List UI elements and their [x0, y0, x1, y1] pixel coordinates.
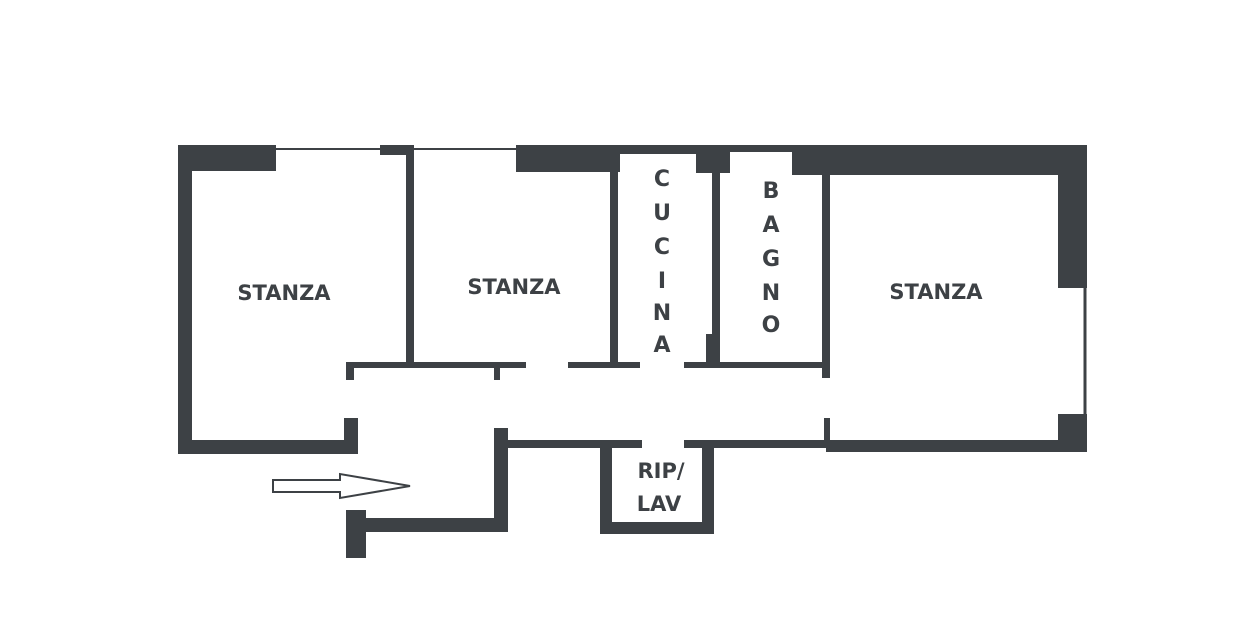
wall-hall-right — [494, 428, 508, 532]
wall-top-middle — [516, 145, 620, 172]
wall-partition-bath-right — [822, 170, 830, 378]
rip-label-line1: RIP/ — [637, 459, 684, 483]
wall-corridor-top-left — [346, 362, 354, 380]
bagno-letter: N — [762, 281, 780, 306]
wall-right-upper — [1058, 145, 1087, 288]
wall-partition-kitchen-block — [706, 334, 720, 368]
cucina-letter: U — [653, 201, 671, 226]
wall-rip-right — [702, 440, 714, 534]
wall-partition-kitchen-right — [712, 170, 720, 368]
wall-entry-jamb-top — [344, 418, 358, 454]
room-label-bagno: B A G N O — [762, 179, 781, 338]
wall-corridor-bottom-right — [826, 440, 1087, 452]
wall-top-bath-window — [730, 145, 792, 152]
room-label-rip-lav: RIP/ LAV — [637, 459, 685, 516]
entrance-arrow-icon — [272, 472, 411, 500]
room-label-stanza-right: STANZA — [889, 280, 983, 304]
wall-corridor-top-2 — [414, 362, 526, 368]
walls — [178, 145, 1087, 558]
wall-top-kitchen-window — [620, 145, 696, 154]
bagno-letter: A — [762, 213, 779, 238]
bagno-letter: O — [762, 313, 781, 338]
wall-corridor-top-1 — [346, 362, 406, 368]
wall-corridor-bottom-2 — [684, 440, 828, 448]
wall-partition-kitchen-left — [610, 170, 618, 368]
wall-corridor-stub — [494, 368, 500, 380]
cucina-letter: C — [654, 167, 670, 192]
wall-partition-bath-right-low — [824, 418, 830, 448]
wall-top-right — [792, 145, 1087, 175]
wall-left-outer — [178, 145, 192, 454]
cucina-letter: I — [658, 269, 666, 294]
room-label-stanza-left: STANZA — [237, 281, 331, 305]
wall-corridor-bottom-1 — [500, 440, 642, 448]
cucina-letter: A — [653, 333, 670, 358]
wall-partition-1 — [406, 150, 414, 368]
wall-rip-bottom — [600, 522, 714, 534]
wall-top-left-corner — [178, 145, 276, 171]
wall-top-pillar-1 — [380, 145, 414, 155]
room-label-stanza-middle: STANZA — [467, 275, 561, 299]
wall-corridor-top-3 — [568, 362, 640, 368]
room-label-cucina: C U C I N A — [653, 167, 671, 358]
wall-top-pillar-2 — [696, 145, 730, 173]
wall-rip-left — [600, 440, 612, 534]
cucina-letter: N — [653, 301, 671, 326]
cucina-letter: C — [654, 235, 670, 260]
wall-right-lower — [1058, 414, 1087, 452]
wall-corridor-top-4 — [684, 362, 828, 368]
wall-hall-bottom — [366, 518, 508, 532]
rip-label-line2: LAV — [637, 492, 682, 516]
wall-bottom-left — [178, 440, 358, 454]
wall-entry-jamb-bottom — [346, 510, 366, 558]
bagno-letter: B — [763, 179, 780, 204]
bagno-letter: G — [762, 247, 780, 272]
